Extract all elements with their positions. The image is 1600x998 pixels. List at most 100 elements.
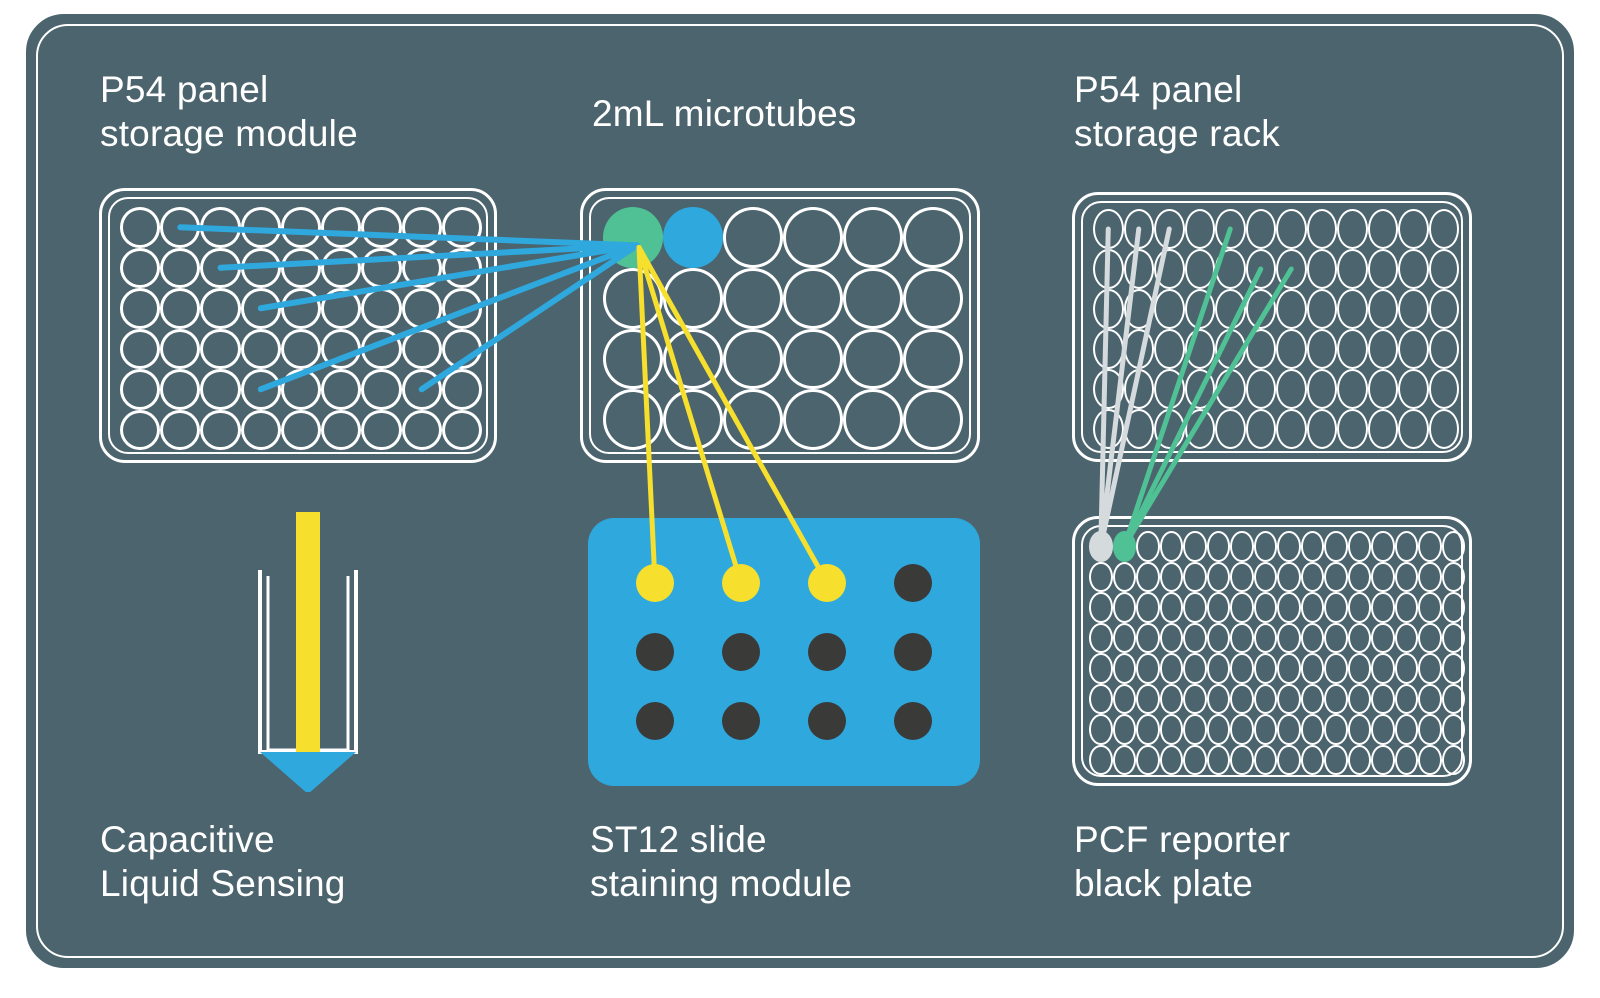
pcf-reporter-well-r5c8[interactable] (1253, 653, 1277, 684)
pcf-reporter-well-r5c14[interactable] (1394, 653, 1418, 684)
st12-dot-r2c4[interactable] (894, 632, 932, 671)
p54-storage-module-well-r1c1[interactable] (120, 207, 161, 248)
pcf-reporter-well-r3c5[interactable] (1183, 592, 1207, 623)
pcf-reporter-well-r6c4[interactable] (1159, 683, 1183, 714)
p54-storage-module-well-r6c8[interactable] (401, 409, 442, 450)
p54-storage-module-well-r5c1[interactable] (120, 369, 161, 410)
microtube-well-r4c3[interactable] (723, 389, 783, 450)
pcf-reporter-well-r3c14[interactable] (1394, 592, 1418, 623)
p54-storage-module-well-r1c2[interactable] (160, 207, 201, 248)
p54-storage-rack-well-r2c7[interactable] (1276, 249, 1307, 289)
pcf-reporter-well-r7c3[interactable] (1136, 714, 1160, 745)
microtube-well-r4c6[interactable] (903, 389, 963, 450)
p54-storage-module-well-r2c8[interactable] (401, 247, 442, 288)
p54-storage-module-well-r3c6[interactable] (321, 288, 362, 329)
pcf-reporter-well-r8c5[interactable] (1183, 744, 1207, 775)
pcf-reporter-well-r4c10[interactable] (1300, 622, 1324, 653)
st12-dot-r2c2[interactable] (722, 632, 760, 671)
p54-storage-module-well-r5c4[interactable] (240, 369, 281, 410)
plate-2ml-microtubes[interactable] (580, 188, 980, 463)
pcf-reporter-well-r8c14[interactable] (1394, 744, 1418, 775)
microtube-well-r4c2[interactable] (663, 389, 723, 450)
pcf-reporter-well-r6c6[interactable] (1206, 683, 1230, 714)
pcf-reporter-well-r3c12[interactable] (1347, 592, 1371, 623)
p54-storage-module-well-r2c7[interactable] (361, 247, 402, 288)
st12-dot-r3c3[interactable] (808, 702, 846, 741)
p54-storage-rack-well-r3c4[interactable] (1184, 289, 1215, 329)
st12-dot-r2c3[interactable] (808, 632, 846, 671)
p54-storage-rack-well-r6c11[interactable] (1398, 409, 1429, 449)
pcf-reporter-well-r6c5[interactable] (1183, 683, 1207, 714)
pcf-reporter-well-r1c14[interactable] (1394, 531, 1418, 562)
pcf-reporter-well-r2c12[interactable] (1347, 561, 1371, 592)
pcf-reporter-well-r2c11[interactable] (1324, 561, 1348, 592)
pcf-reporter-well-r3c16[interactable] (1441, 592, 1465, 623)
p54-storage-module-well-r2c1[interactable] (120, 247, 161, 288)
p54-storage-module-well-r1c8[interactable] (401, 207, 442, 248)
pcf-reporter-well-r5c4[interactable] (1159, 653, 1183, 684)
p54-storage-module-well-r4c2[interactable] (160, 328, 201, 369)
p54-storage-rack-well-r5c2[interactable] (1123, 369, 1154, 409)
pcf-reporter-well-r4c3[interactable] (1136, 622, 1160, 653)
pcf-reporter-well-r5c11[interactable] (1324, 653, 1348, 684)
pcf-reporter-well-r1c8[interactable] (1253, 531, 1277, 562)
p54-storage-module-well-r4c7[interactable] (361, 328, 402, 369)
microtube-well-r3c5[interactable] (843, 328, 903, 390)
p54-storage-rack-well-r1c7[interactable] (1276, 209, 1307, 249)
p54-storage-rack-well-r6c10[interactable] (1367, 409, 1398, 449)
p54-storage-module-well-r3c3[interactable] (200, 288, 241, 329)
p54-storage-rack-well-r4c10[interactable] (1367, 329, 1398, 369)
pcf-reporter-well-r3c13[interactable] (1371, 592, 1395, 623)
microtube-well-r1c4[interactable] (783, 207, 843, 268)
p54-storage-module-well-r6c9[interactable] (441, 409, 482, 450)
pcf-reporter-well-r2c1[interactable] (1089, 561, 1113, 592)
pcf-reporter-well-r6c3[interactable] (1136, 683, 1160, 714)
p54-storage-module-well-r2c6[interactable] (321, 247, 362, 288)
pcf-reporter-well-r7c14[interactable] (1394, 714, 1418, 745)
p54-storage-rack-well-r2c6[interactable] (1245, 249, 1276, 289)
p54-storage-module-well-r1c9[interactable] (441, 207, 482, 248)
p54-storage-module-well-r6c1[interactable] (120, 409, 161, 450)
p54-storage-module-well-r5c7[interactable] (361, 369, 402, 410)
pcf-reporter-well-r2c2[interactable] (1112, 561, 1136, 592)
st12-dot-r1c4[interactable] (894, 563, 932, 602)
pcf-reporter-well-r6c9[interactable] (1277, 683, 1301, 714)
p54-storage-rack-well-r2c1[interactable] (1093, 249, 1124, 289)
p54-storage-module-well-r6c3[interactable] (200, 409, 241, 450)
st12-slide-staining-module[interactable] (588, 518, 980, 786)
p54-storage-module-well-r5c8[interactable] (401, 369, 442, 410)
microtube-well-r1c1[interactable] (603, 207, 663, 268)
p54-storage-module-well-r1c7[interactable] (361, 207, 402, 248)
pcf-reporter-well-r4c7[interactable] (1230, 622, 1254, 653)
pcf-reporter-well-r5c7[interactable] (1230, 653, 1254, 684)
p54-storage-rack-well-r3c7[interactable] (1276, 289, 1307, 329)
pcf-reporter-well-r2c7[interactable] (1230, 561, 1254, 592)
pcf-reporter-well-r3c6[interactable] (1206, 592, 1230, 623)
p54-storage-module-well-r2c9[interactable] (441, 247, 482, 288)
p54-storage-module-well-r3c8[interactable] (401, 288, 442, 329)
p54-storage-module-well-r1c6[interactable] (321, 207, 362, 248)
p54-storage-rack-well-r5c11[interactable] (1398, 369, 1429, 409)
pcf-reporter-well-r6c10[interactable] (1300, 683, 1324, 714)
microtube-well-r4c5[interactable] (843, 389, 903, 450)
pcf-reporter-well-r2c14[interactable] (1394, 561, 1418, 592)
pcf-reporter-well-r8c9[interactable] (1277, 744, 1301, 775)
pcf-reporter-well-r6c8[interactable] (1253, 683, 1277, 714)
pcf-reporter-well-r6c7[interactable] (1230, 683, 1254, 714)
pcf-reporter-well-r8c6[interactable] (1206, 744, 1230, 775)
pcf-reporter-well-r4c11[interactable] (1324, 622, 1348, 653)
p54-storage-rack-well-r5c10[interactable] (1367, 369, 1398, 409)
p54-storage-rack-well-r1c1[interactable] (1093, 209, 1124, 249)
p54-storage-module-well-r6c7[interactable] (361, 409, 402, 450)
microtube-well-r4c1[interactable] (603, 389, 663, 450)
pcf-reporter-well-r3c15[interactable] (1418, 592, 1442, 623)
p54-storage-rack-well-r2c12[interactable] (1428, 249, 1459, 289)
st12-dot-r1c1[interactable] (636, 563, 674, 602)
pcf-reporter-well-r8c3[interactable] (1136, 744, 1160, 775)
p54-storage-rack-well-r4c12[interactable] (1428, 329, 1459, 369)
microtube-well-r2c5[interactable] (843, 267, 903, 329)
p54-storage-rack-well-r3c2[interactable] (1123, 289, 1154, 329)
p54-storage-module-well-r5c9[interactable] (441, 369, 482, 410)
pcf-reporter-well-r3c3[interactable] (1136, 592, 1160, 623)
pcf-reporter-well-r4c9[interactable] (1277, 622, 1301, 653)
